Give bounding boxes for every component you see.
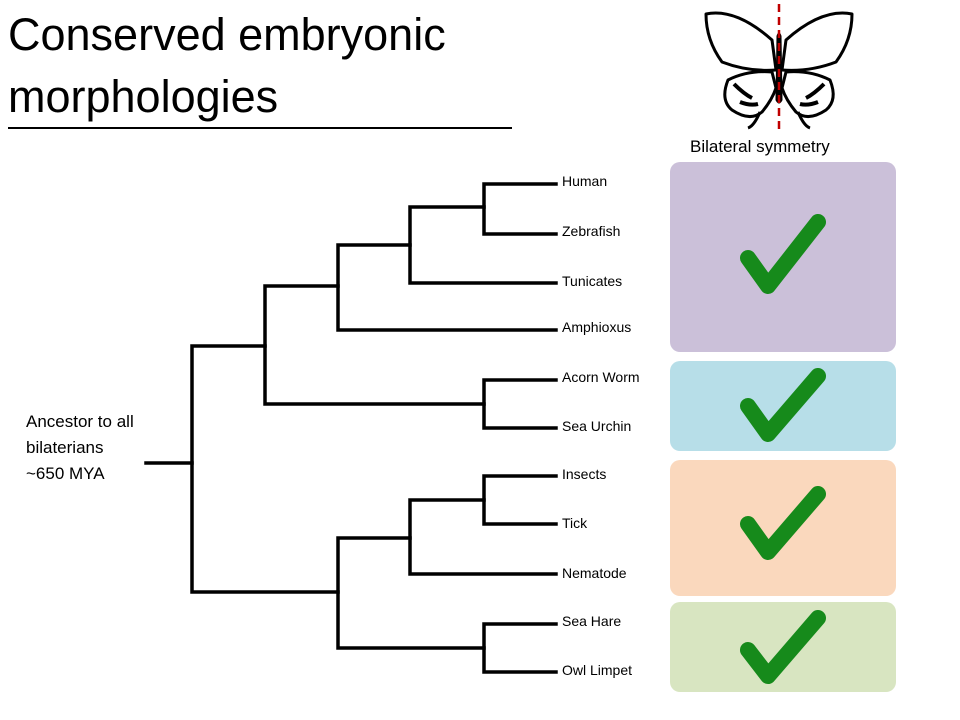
tree-ecdysozoa-node	[408, 498, 558, 576]
taxon-label-insects: Insects	[562, 466, 606, 482]
ancestor-line-3: ~650 MYA	[26, 464, 105, 483]
taxon-label-human: Human	[562, 173, 607, 189]
taxon-label-tick: Tick	[562, 515, 588, 531]
tree-olfactores-node	[408, 205, 558, 285]
butterfly-left-spots	[732, 82, 759, 107]
tree-mollusc-node	[482, 622, 558, 674]
taxon-label-owl-limpet: Owl Limpet	[562, 662, 632, 678]
checkmark-icon	[740, 214, 826, 294]
tree-chordate-node	[336, 243, 558, 332]
tree-vertebrate-node	[482, 182, 558, 236]
tree-bilateria-node	[190, 344, 340, 594]
butterfly-left-hindwing	[723, 70, 778, 118]
title-underline	[8, 127, 512, 129]
checkmark-icon	[740, 610, 826, 684]
butterfly-right-forewing	[780, 11, 854, 72]
checkmark-icon	[740, 368, 826, 442]
phylogenetic-tree	[144, 182, 558, 674]
ancestor-line-2: bilaterians	[26, 438, 104, 457]
ancestor-line-1: Ancestor to all	[26, 412, 134, 431]
taxon-label-sea-urchin: Sea Urchin	[562, 418, 631, 434]
tree-deuterostome-node	[263, 284, 486, 406]
ancestor-label: Ancestor to all bilaterians ~650 MYA	[26, 409, 176, 487]
butterfly-left-forewing	[704, 11, 778, 72]
taxon-label-amphioxus: Amphioxus	[562, 319, 631, 335]
page-title: Conserved embryonic morphologies	[8, 9, 446, 122]
butterfly-right-tail	[796, 111, 811, 130]
taxon-label-tunicates: Tunicates	[562, 273, 622, 289]
butterfly-icon	[704, 11, 854, 130]
butterfly-left-tail	[747, 111, 762, 130]
tree-ambulacraria-node	[482, 378, 558, 430]
taxon-label-nematode: Nematode	[562, 565, 627, 581]
taxon-label-acorn-worm: Acorn Worm	[562, 369, 640, 385]
tree-protostome-node	[336, 536, 486, 650]
taxon-label-zebrafish: Zebrafish	[562, 223, 620, 239]
butterfly-right-spots	[799, 82, 826, 107]
tree-arthropod-node	[482, 474, 558, 526]
taxon-label-sea-hare: Sea Hare	[562, 613, 621, 629]
butterfly-right-hindwing	[780, 70, 835, 118]
checkmark-icon	[740, 486, 826, 560]
bilateral-symmetry-label: Bilateral symmetry	[690, 137, 830, 156]
